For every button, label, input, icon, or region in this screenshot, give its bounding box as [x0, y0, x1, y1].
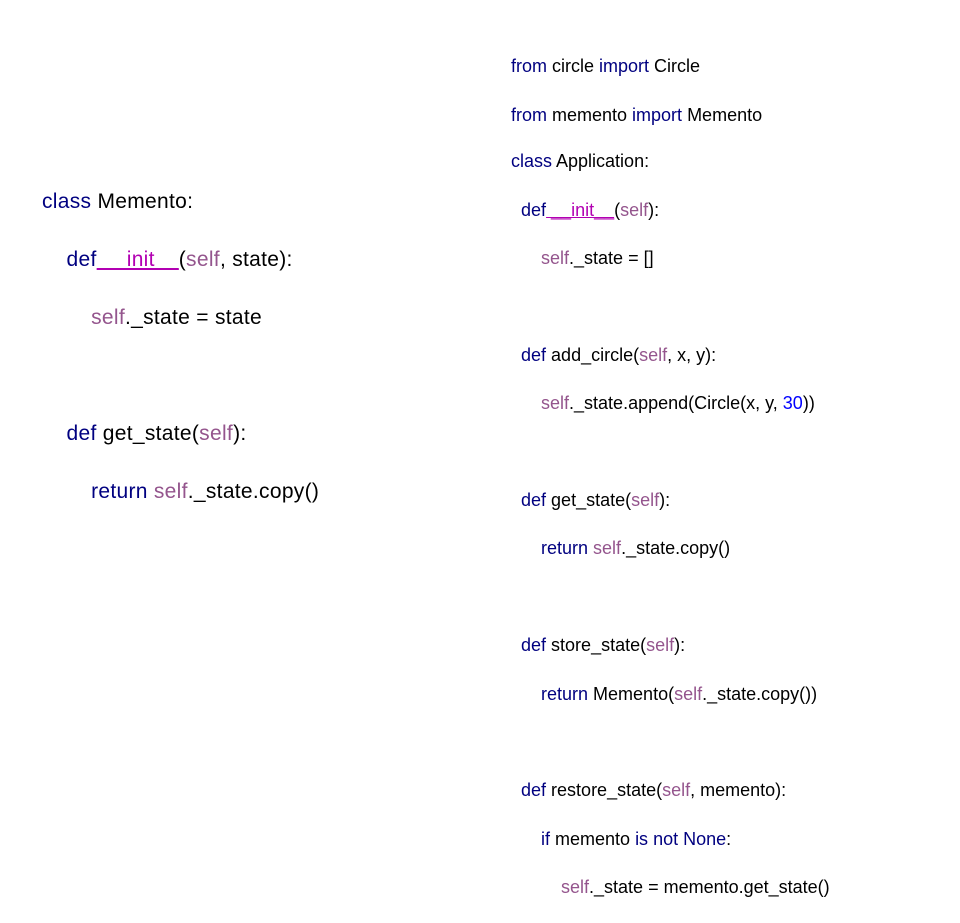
self-keyword: self: [620, 199, 649, 220]
keyword: class: [42, 190, 92, 213]
code-text: ._state.copy(): [621, 538, 731, 559]
code-line: self._state = memento.get_state(): [511, 875, 830, 899]
self-keyword: self: [588, 538, 622, 559]
blank-line: [511, 294, 830, 318]
code-text: , memento):: [690, 780, 787, 801]
memento-class-code: class Memento: def __init__(self, state)…: [42, 158, 319, 535]
import-name: Circle: [649, 56, 701, 77]
code-text: ):: [659, 489, 671, 510]
keyword: return: [541, 538, 589, 559]
code-text: (: [614, 199, 621, 220]
module-name: circle: [547, 56, 600, 77]
method-name: restore_state(: [546, 780, 663, 801]
application-class-code: class Application: def __init__(self): s…: [511, 125, 830, 923]
code-line: def restore_state(self, memento):: [511, 778, 830, 802]
keyword: def: [66, 422, 97, 445]
keyword: import: [599, 56, 650, 77]
self-keyword: self: [541, 393, 570, 414]
code-text: , x, y):: [667, 344, 717, 365]
self-keyword: self: [561, 877, 590, 898]
code-line: self._state = state: [42, 303, 319, 332]
code-text: ._state = memento.get_state(): [589, 877, 830, 898]
blank-line: [511, 585, 830, 609]
self-keyword: self: [639, 344, 668, 365]
code-line: class Application:: [511, 149, 830, 173]
self-keyword: self: [186, 248, 220, 271]
code-text: ):: [674, 635, 686, 656]
code-line: def add_circle(self, x, y):: [511, 343, 830, 367]
keyword: if: [541, 828, 551, 849]
blank-line: [511, 730, 830, 754]
keyword: def: [521, 780, 547, 801]
keyword: is: [635, 828, 649, 849]
number-literal: 30: [782, 393, 803, 414]
method-name: __init__: [96, 248, 179, 271]
import-name: Memento: [682, 104, 763, 125]
code-text: Memento(: [588, 683, 675, 704]
code-line: self._state = []: [511, 246, 830, 270]
method-name: add_circle(: [546, 344, 640, 365]
keyword: None: [683, 828, 727, 849]
method-name: __init__: [546, 199, 615, 220]
method-name: get_state(: [96, 422, 200, 445]
keyword: def: [521, 199, 547, 220]
code-text: (: [178, 248, 187, 271]
code-line: def __init__(self):: [511, 198, 830, 222]
keyword: not: [653, 828, 679, 849]
self-keyword: self: [662, 780, 691, 801]
code-text: ._state.append(Circle(x, y,: [569, 393, 783, 414]
keyword: class: [511, 151, 553, 172]
keyword: def: [66, 248, 97, 271]
blank-line: [511, 440, 830, 464]
code-line: class Memento:: [42, 187, 319, 216]
self-keyword: self: [646, 635, 675, 656]
code-text: )): [802, 393, 815, 414]
self-keyword: self: [541, 247, 570, 268]
class-name: Application:: [552, 151, 650, 172]
keyword: from: [511, 56, 547, 77]
code-text: ):: [648, 199, 660, 220]
self-keyword: self: [91, 306, 125, 329]
code-line: self._state.append(Circle(x, y, 30)): [511, 391, 830, 415]
self-keyword: self: [674, 683, 703, 704]
self-keyword: self: [199, 422, 234, 445]
keyword: def: [521, 489, 547, 510]
method-name: store_state(: [546, 635, 647, 656]
method-name: get_state(: [546, 489, 632, 510]
code-line: from circle import Circle: [511, 54, 762, 78]
code-line: def __init__(self, state):: [42, 245, 319, 274]
code-line: def get_state(self):: [42, 419, 319, 448]
keyword: return: [541, 683, 589, 704]
keyword: return: [91, 480, 148, 503]
keyword: import: [632, 104, 683, 125]
code-text: ._state.copy(): [187, 480, 320, 503]
code-text: ._state = []: [569, 247, 654, 268]
code-line: from memento import Memento: [511, 103, 762, 127]
module-name: memento: [547, 104, 633, 125]
self-keyword: self: [631, 489, 660, 510]
blank-line: [42, 361, 319, 390]
keyword: from: [511, 104, 547, 125]
code-line: def get_state(self):: [511, 488, 830, 512]
code-text: :: [726, 828, 732, 849]
class-name: Memento:: [91, 190, 194, 213]
code-text: ):: [233, 422, 247, 445]
code-text: ._state.copy()): [702, 683, 818, 704]
keyword: def: [521, 344, 547, 365]
code-line: if memento is not None:: [511, 827, 830, 851]
imports-code: from circle import Circle from memento i…: [511, 30, 762, 151]
code-line: return self._state.copy(): [42, 477, 319, 506]
code-text: ._state = state: [124, 306, 262, 329]
code-line: return Memento(self._state.copy()): [511, 682, 830, 706]
keyword: def: [521, 635, 547, 656]
self-keyword: self: [147, 480, 188, 503]
code-text: , state):: [219, 248, 293, 271]
code-line: def store_state(self):: [511, 633, 830, 657]
code-text: memento: [550, 828, 636, 849]
